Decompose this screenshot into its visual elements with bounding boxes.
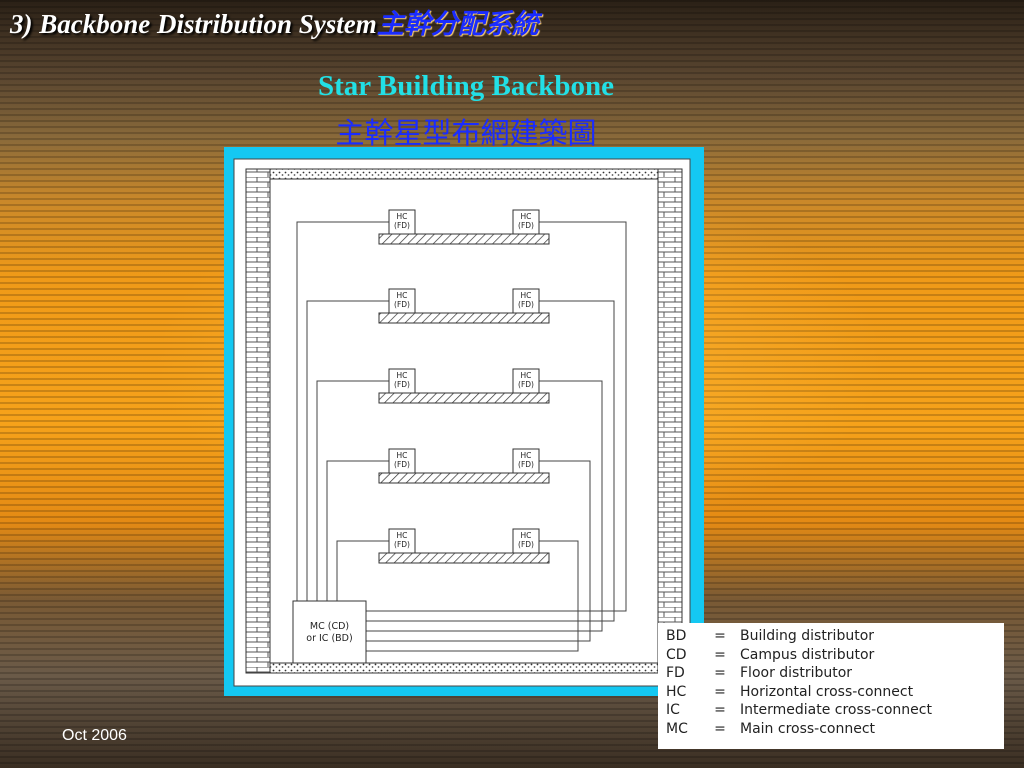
floor-slab xyxy=(378,552,550,564)
building-outer-wall xyxy=(233,158,691,687)
hc-label-right: HC xyxy=(521,371,532,380)
legend-equals: = xyxy=(714,720,726,737)
floor-slab xyxy=(378,312,550,324)
legend-definition: Intermediate cross-connect xyxy=(740,702,932,718)
hc-label-right: (FD) xyxy=(518,540,534,549)
floor-slab xyxy=(378,472,550,484)
cable-right-floor-5 xyxy=(366,540,579,652)
legend-row: MC = Main cross-connect xyxy=(666,720,996,739)
backbone-diagram: HC(FD)HC(FD)HC(FD)HC(FD)HC(FD)HC(FD)HC(F… xyxy=(224,147,704,696)
legend-abbr: HC xyxy=(666,683,687,700)
legend-row: IC = Intermediate cross-connect xyxy=(666,701,996,720)
legend-equals: = xyxy=(714,646,726,663)
cable-right-floor-4 xyxy=(366,460,591,642)
floor-3: HC(FD)HC(FD) xyxy=(378,368,550,404)
floors-group: HC(FD)HC(FD)HC(FD)HC(FD)HC(FD)HC(FD)HC(F… xyxy=(378,209,550,564)
hc-box-left xyxy=(388,368,416,394)
legend-row: CD = Campus distributor xyxy=(666,646,996,665)
legend-row: BD = Building distributor xyxy=(666,627,996,646)
cable-left-floor-4 xyxy=(326,460,389,601)
cable-right-floor-3 xyxy=(366,380,603,632)
right-brick-wall xyxy=(657,168,683,674)
ground-slab xyxy=(269,662,659,674)
legend-row: FD = Floor distributor xyxy=(666,664,996,683)
hc-label-right: (FD) xyxy=(518,221,534,230)
hc-box-right xyxy=(512,368,540,394)
main-box-line1: MC (CD) xyxy=(310,621,349,632)
backbone-cables xyxy=(296,221,627,652)
hc-label-left: (FD) xyxy=(394,540,410,549)
hc-box-right xyxy=(512,528,540,554)
floor-1: HC(FD)HC(FD) xyxy=(378,209,550,245)
hc-box-right xyxy=(512,209,540,235)
hc-label-left: (FD) xyxy=(394,221,410,230)
slide-title-en: 3) Backbone Distribution System xyxy=(10,9,377,39)
legend-equals: = xyxy=(714,665,726,681)
floor-5: HC(FD)HC(FD) xyxy=(378,528,550,564)
hc-box-left xyxy=(388,288,416,314)
hc-label-right: HC xyxy=(521,531,532,540)
hc-label-left: HC xyxy=(397,291,408,300)
hc-label-left: (FD) xyxy=(394,460,410,469)
hc-box-left xyxy=(388,528,416,554)
hc-label-left: HC xyxy=(397,212,408,221)
cable-left-floor-2 xyxy=(306,300,389,601)
footer-date: Oct 2006 xyxy=(62,727,127,744)
legend-abbr: BD xyxy=(666,628,687,644)
floor-2: HC(FD)HC(FD) xyxy=(378,288,550,324)
building-backbone-drawing: HC(FD)HC(FD)HC(FD)HC(FD)HC(FD)HC(FD)HC(F… xyxy=(233,158,691,687)
floor-slab xyxy=(378,233,550,245)
hc-label-right: HC xyxy=(521,291,532,300)
floor-4: HC(FD)HC(FD) xyxy=(378,448,550,484)
legend-definition: Horizontal cross-connect xyxy=(740,683,914,700)
floor-slab xyxy=(378,392,550,404)
legend-equals: = xyxy=(714,702,726,718)
legend-definition: Building distributor xyxy=(740,628,875,644)
hc-label-left: HC xyxy=(397,451,408,460)
legend-equals: = xyxy=(714,628,726,644)
diagram-title-en: Star Building Backbone xyxy=(317,70,614,102)
hc-label-left: HC xyxy=(397,531,408,540)
diagram-title-cn: 主幹星型布網建築圖 xyxy=(335,116,597,150)
hc-box-right xyxy=(512,448,540,474)
hc-label-right: (FD) xyxy=(518,300,534,309)
slide-title: 3) Backbone Distribution System主幹分配系統 xyxy=(10,2,539,41)
cable-left-floor-3 xyxy=(316,380,389,601)
legend-abbr: CD xyxy=(666,646,687,663)
legend-abbr: MC xyxy=(666,720,688,737)
main-box-line2: or IC (BD) xyxy=(306,633,352,644)
hc-label-right: HC xyxy=(521,212,532,221)
hc-box-left xyxy=(388,448,416,474)
hc-label-left: (FD) xyxy=(394,380,410,389)
cable-right-floor-2 xyxy=(366,300,615,622)
hc-label-right: HC xyxy=(521,451,532,460)
legend-row: HC = Horizontal cross-connect xyxy=(666,683,996,702)
main-cross-connect-box: MC (CD) or IC (BD) xyxy=(292,600,367,664)
legend-definition: Floor distributor xyxy=(740,665,853,681)
hc-label-left: (FD) xyxy=(394,300,410,309)
cable-left-floor-5 xyxy=(336,540,389,601)
legend-definition: Main cross-connect xyxy=(740,720,876,737)
legend-definition: Campus distributor xyxy=(740,646,875,663)
slide-title-cn: 主幹分配系統 xyxy=(376,9,539,39)
legend-abbr: FD xyxy=(666,665,685,681)
cable-left-floor-1 xyxy=(296,221,389,601)
left-brick-wall xyxy=(245,168,271,674)
hc-box-right xyxy=(512,288,540,314)
hc-label-left: HC xyxy=(397,371,408,380)
hc-label-right: (FD) xyxy=(518,380,534,389)
roof-slab xyxy=(269,168,659,180)
hc-label-right: (FD) xyxy=(518,460,534,469)
cable-right-floor-1 xyxy=(366,221,627,612)
main-cross-connect-rect xyxy=(292,600,367,664)
legend-equals: = xyxy=(714,683,726,700)
hc-box-left xyxy=(388,209,416,235)
legend-abbr: IC xyxy=(666,702,680,718)
